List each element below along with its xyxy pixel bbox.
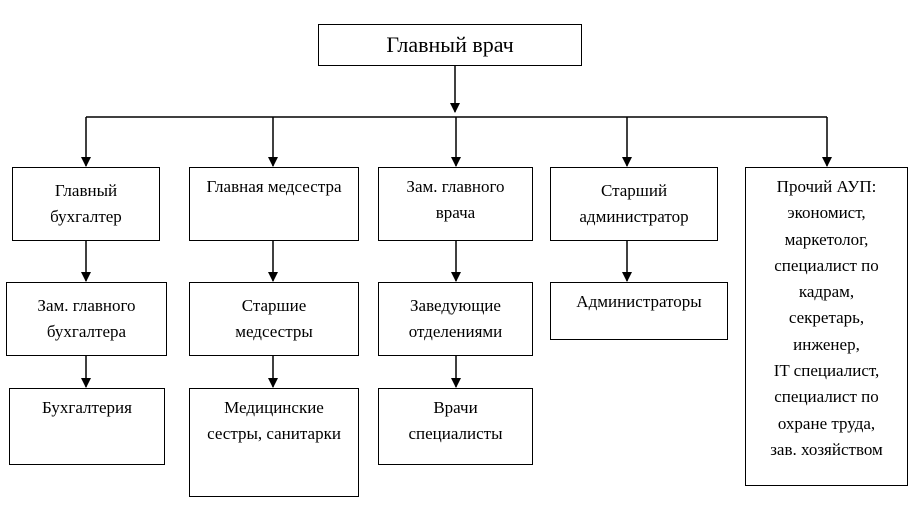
deputy-chief-accountant-label: Зам. главного бухгалтера (37, 296, 136, 341)
other-admin-staff-label: Прочий АУП: экономист, маркетолог, специ… (770, 177, 883, 459)
chief-physician-box: Главный врач (318, 24, 582, 66)
deputy-chief-physician-label: Зам. главного врача (406, 177, 505, 222)
deputy-chief-accountant-box: Зам. главного бухгалтера (6, 282, 167, 356)
chief-accountant-box: Главный бухгалтер (12, 167, 160, 241)
administrators-box: Администраторы (550, 282, 728, 340)
administrators-label: Администраторы (576, 292, 702, 311)
senior-nurses-box: Старшие медсестры (189, 282, 359, 356)
head-nurse-label: Главная медсестра (206, 177, 342, 196)
accounting-label: Бухгалтерия (42, 398, 132, 417)
department-heads-label: Заведующие отделениями (408, 296, 503, 341)
deputy-chief-physician-box: Зам. главного врача (378, 167, 533, 241)
senior-nurses-label: Старшие медсестры (235, 296, 313, 341)
chief-physician-label: Главный врач (386, 32, 514, 57)
department-heads-box: Заведующие отделениями (378, 282, 533, 356)
specialist-doctors-label: Врачи специалисты (408, 398, 503, 443)
senior-administrator-label: Старший администратор (579, 181, 689, 226)
head-nurse-box: Главная медсестра (189, 167, 359, 241)
specialist-doctors-box: Врачи специалисты (378, 388, 533, 465)
nurses-orderlies-box: Медицинские сестры, санитарки (189, 388, 359, 497)
senior-administrator-box: Старший администратор (550, 167, 718, 241)
nurses-orderlies-label: Медицинские сестры, санитарки (207, 398, 341, 443)
other-admin-staff-box: Прочий АУП: экономист, маркетолог, специ… (745, 167, 908, 486)
chief-accountant-label: Главный бухгалтер (50, 181, 122, 226)
accounting-box: Бухгалтерия (9, 388, 165, 465)
